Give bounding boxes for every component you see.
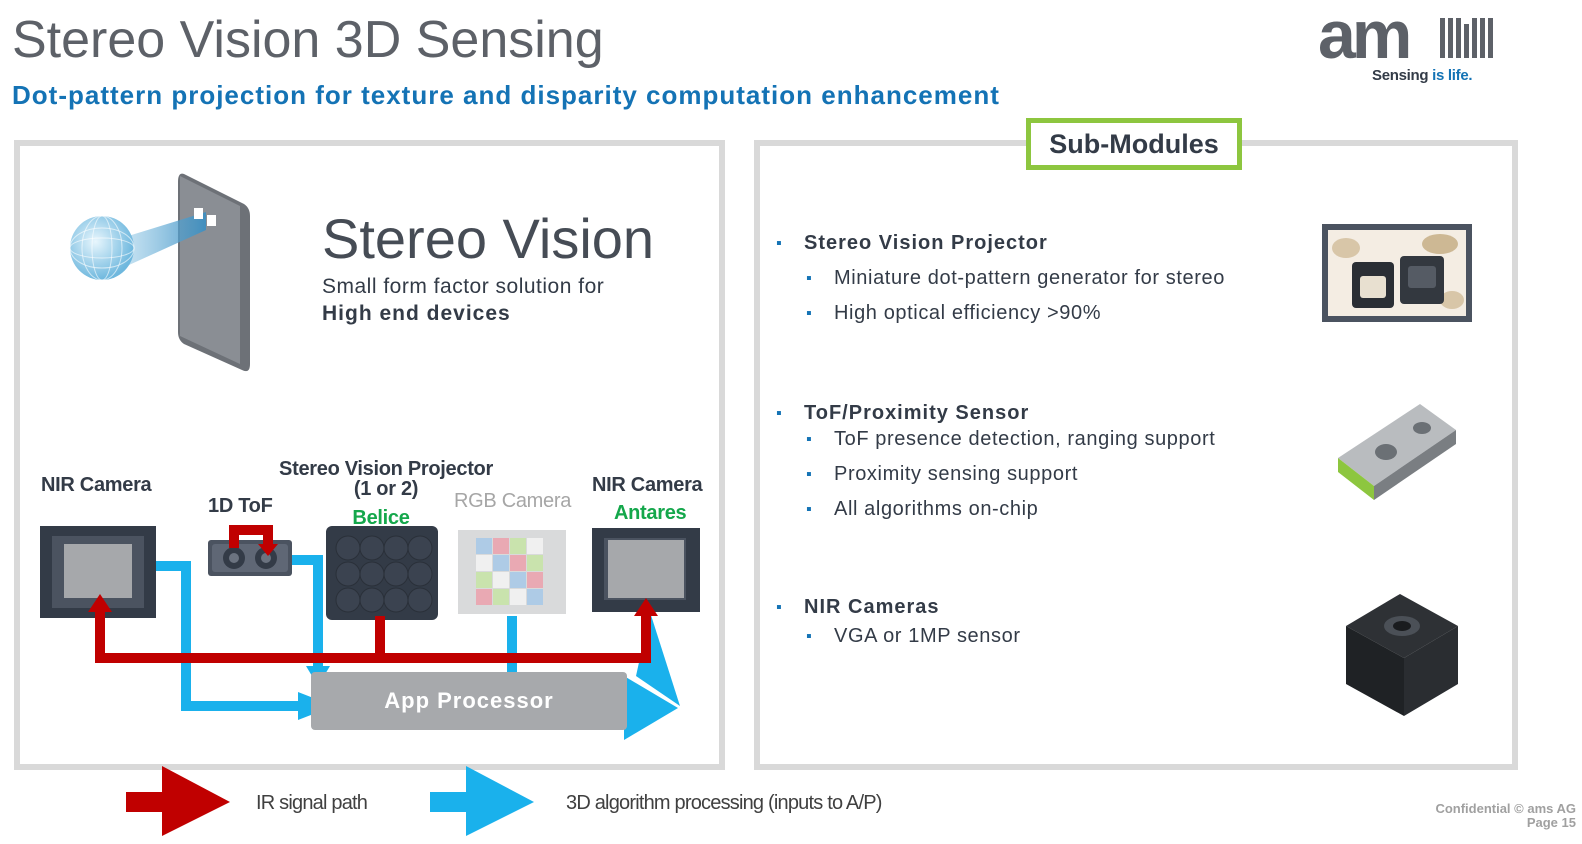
slide-title: Stereo Vision 3D Sensing bbox=[12, 11, 604, 69]
rgb-camera-label: RGB Camera bbox=[454, 490, 572, 512]
nir-section-title: NIR Cameras bbox=[776, 596, 940, 619]
list-item: Proximity sensing support bbox=[806, 463, 1078, 486]
ams-logo: am Sensing is life. bbox=[1318, 0, 1508, 92]
nir-camera-right-graphic bbox=[592, 528, 700, 612]
nir-camera-product-image bbox=[1346, 594, 1458, 716]
list-item: High optical efficiency >90% bbox=[806, 302, 1101, 325]
legend-processing-arrow bbox=[430, 766, 534, 836]
logo-wordmark: am bbox=[1318, 12, 1409, 68]
projector-label: Stereo Vision Projector bbox=[279, 458, 493, 480]
stereo-vision-target: High end devices bbox=[322, 302, 511, 325]
list-item: ToF presence detection, ranging support bbox=[806, 428, 1215, 451]
list-item: All algorithms on-chip bbox=[806, 498, 1038, 521]
tof-sensor-product-image bbox=[1338, 404, 1456, 500]
slide-subtitle: Dot-pattern projection for texture and d… bbox=[12, 80, 1000, 110]
tof-label: 1D ToF bbox=[208, 495, 273, 517]
confidential-notice: Confidential © ams AG bbox=[1435, 801, 1576, 816]
legend-ir-arrow bbox=[126, 766, 230, 836]
list-item: Miniature dot-pattern generator for ster… bbox=[806, 267, 1225, 290]
legend-ir-label: IR signal path bbox=[256, 792, 368, 814]
legend-processing-label: 3D algorithm processing (inputs to A/P) bbox=[566, 792, 882, 814]
list-item: VGA or 1MP sensor bbox=[806, 625, 1021, 648]
projector-section-title: Stereo Vision Projector bbox=[776, 232, 1048, 255]
stereo-vision-description: Small form factor solution for bbox=[322, 275, 605, 298]
projector-graphic bbox=[326, 526, 438, 620]
projector-count-label: (1 or 2) bbox=[353, 478, 419, 500]
phone-illustration bbox=[69, 173, 250, 372]
nir-camera-left-label: NIR Camera bbox=[41, 474, 152, 496]
stereo-vision-heading: Stereo Vision bbox=[322, 207, 655, 270]
sub-modules-label: Sub-Modules bbox=[1026, 118, 1242, 170]
projector-name-label: Belice bbox=[352, 507, 410, 529]
projector-product-image bbox=[1322, 224, 1472, 322]
confidential-footer: Confidential © ams AG Page 15 bbox=[1435, 802, 1576, 830]
ir-signal-paths bbox=[95, 525, 651, 663]
tof-sensor-graphic bbox=[208, 540, 292, 576]
nir-camera-right-label: NIR Camera bbox=[592, 474, 703, 496]
rgb-camera-graphic bbox=[458, 530, 566, 614]
page-number: Page 15 bbox=[1526, 815, 1576, 830]
app-processor-block: App Processor bbox=[311, 672, 627, 730]
ams-logo-mark: am bbox=[1318, 0, 1493, 73]
antares-label: Antares bbox=[614, 502, 687, 524]
tof-section-title: ToF/Proximity Sensor bbox=[776, 402, 1029, 425]
logo-tagline: Sensing is life. bbox=[1372, 67, 1473, 84]
